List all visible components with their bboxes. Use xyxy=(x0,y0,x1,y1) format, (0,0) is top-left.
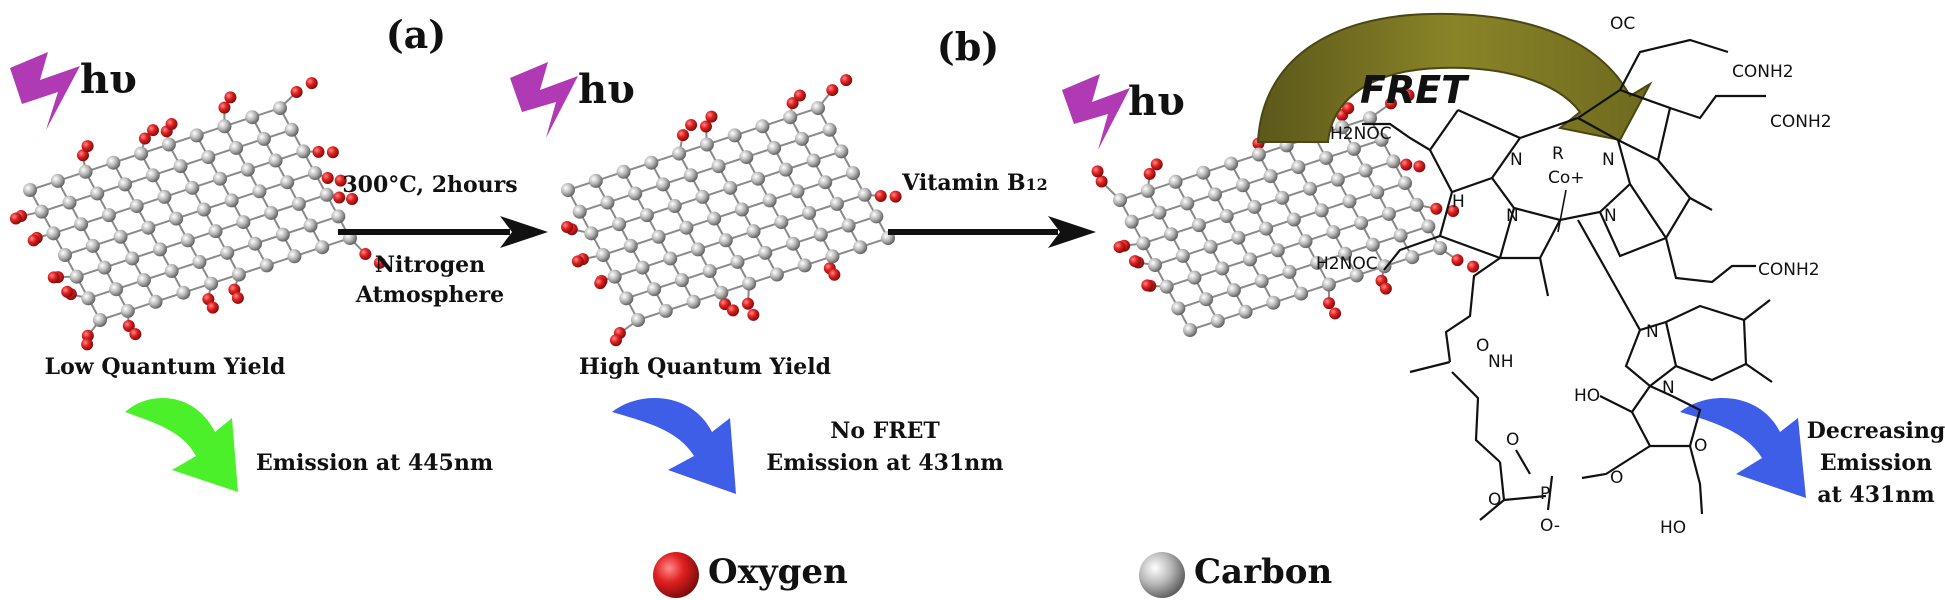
emission-text-at-431: at 431nm xyxy=(1817,482,1935,508)
carbon-dot-high-yield xyxy=(561,74,902,347)
panel-label-b: (b) xyxy=(936,24,1000,69)
molecule-label-nh: NH xyxy=(1488,352,1514,372)
fret-arrow xyxy=(1256,12,1653,143)
oxygen-sphere-icon xyxy=(653,552,699,598)
molecule-label-n: N xyxy=(1646,322,1659,342)
emission-text-decreasing: Decreasing xyxy=(1806,418,1945,444)
molecule-label-conh2-top: CONH2 xyxy=(1732,62,1794,82)
molecule-label-n: N xyxy=(1510,150,1523,170)
molecule-label-p: P xyxy=(1540,484,1551,504)
emission-text-no-fret: No FRET xyxy=(830,418,940,444)
light-bolt-icon xyxy=(510,62,578,138)
molecule-label-ho: HO xyxy=(1660,518,1687,538)
molecule-label-ho: HO xyxy=(1574,386,1601,406)
molecule-label-o-minus: O- xyxy=(1540,516,1560,536)
caption-high-yield: High Quantum Yield xyxy=(578,354,832,380)
panel-label-a: (a) xyxy=(385,12,447,57)
emission-arrow-blue xyxy=(612,398,736,494)
light-bolt-icon xyxy=(10,52,80,130)
molecule-label-o: O xyxy=(1610,468,1624,488)
step1-atmosphere: Atmosphere xyxy=(355,282,505,308)
step2-reagent: Vitamin B12 xyxy=(902,170,1048,196)
molecule-label-h: H xyxy=(1452,192,1465,212)
legend-carbon-label: Carbon xyxy=(1194,552,1333,592)
carbon-dot-with-b12 xyxy=(1091,89,1480,337)
legend-oxygen-label: Oxygen xyxy=(708,552,848,592)
carbon-sphere-icon xyxy=(1139,552,1185,598)
emission-text-emission: Emission xyxy=(1819,450,1933,476)
molecule-label-metal: Co+ xyxy=(1548,168,1585,188)
light-label: hυ xyxy=(80,56,137,103)
molecule-label-o: O xyxy=(1506,430,1520,450)
molecule-label-n: N xyxy=(1506,206,1519,226)
molecule-label-o: O xyxy=(1694,436,1708,456)
molecule-label-n: N xyxy=(1602,150,1615,170)
emission-arrow-blue-decreasing xyxy=(1680,398,1806,498)
step1-temperature: 300°C, 2hours xyxy=(342,172,518,198)
light-bolt-icon xyxy=(1062,74,1130,150)
molecule-label-h2noc-left: H2NOC xyxy=(1330,124,1392,144)
molecule-label-n: N xyxy=(1662,378,1675,398)
molecule-label-conh2-right: CONH2 xyxy=(1770,112,1832,132)
molecule-label-r: R xyxy=(1552,144,1564,164)
light-label: hυ xyxy=(578,66,635,113)
emission-text-445: Emission at 445nm xyxy=(256,450,494,476)
molecule-label-h2noc-lower: H2NOC xyxy=(1316,254,1378,274)
molecule-label-o: O xyxy=(1488,490,1502,510)
reaction-arrow-heating xyxy=(338,216,548,248)
emission-text-431: Emission at 431nm xyxy=(766,450,1004,476)
molecule-label-conh2-lower: CONH2 xyxy=(1758,260,1820,280)
step1-gas: Nitrogen xyxy=(374,252,486,278)
molecule-label-oc: OC xyxy=(1610,14,1636,34)
molecule-label-o: O xyxy=(1476,336,1490,356)
reaction-arrow-vitamin xyxy=(888,216,1096,248)
carbon-dot-low-yield xyxy=(9,77,386,351)
fret-label: FRET xyxy=(1360,68,1468,112)
vitamin-b12-structure xyxy=(1362,38,1773,521)
light-label: hυ xyxy=(1128,78,1185,125)
caption-low-yield: Low Quantum Yield xyxy=(44,354,286,380)
molecule-label-n: N xyxy=(1604,206,1617,226)
emission-arrow-green xyxy=(125,398,238,492)
